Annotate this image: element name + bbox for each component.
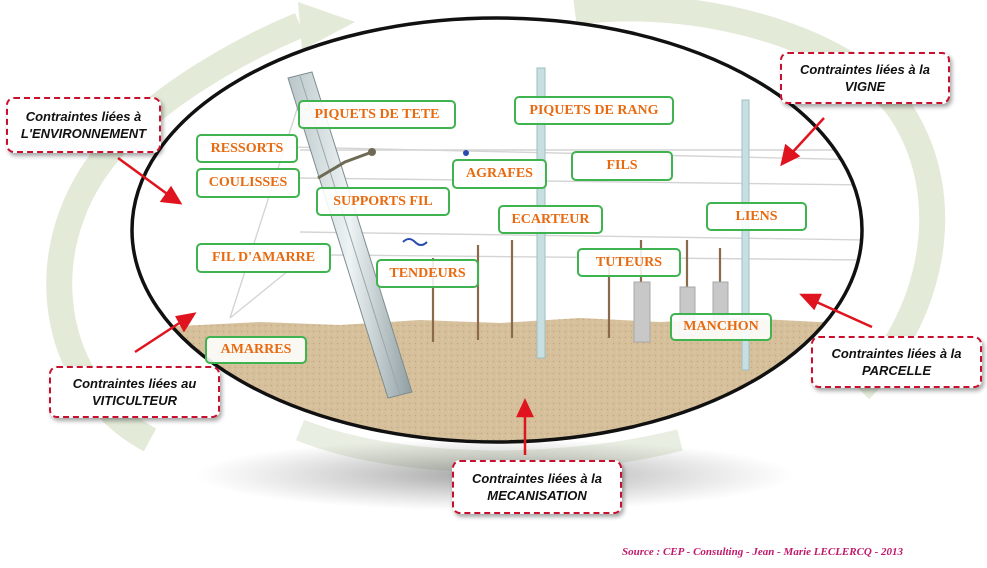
constraint-environnement-line1: Contraintes liées à [25,109,142,124]
label-ressorts: RESSORTS [196,134,298,163]
line-post [741,99,750,371]
constraint-mecanisation-line1: Contraintes liées à la [471,471,603,486]
label-agrafes: AGRAFES [452,159,547,189]
red-arrow-icon [799,293,873,329]
source-credit: Source : CEP - Consulting - Jean - Marie… [622,546,904,558]
red-arrow-icon [117,156,183,205]
constraint-vigne-line2: VIGNE [844,79,886,94]
constraint-viticulteur: Contraintes liées au VITICULTEUR [49,366,220,418]
label-supports-fil: SUPPORTS FIL [316,187,450,216]
constraint-environnement-line2: L'ENVIRONNEMENT [20,126,147,141]
label-liens: LIENS [706,202,807,231]
label-fils: FILS [571,151,673,181]
clip [402,238,428,246]
constraint-vigne-line1: Contraintes liées à la [799,62,931,77]
spring [317,150,373,180]
clip [463,150,469,156]
label-piquets-de-rang: PIQUETS DE RANG [514,96,674,125]
label-amarres: AMARRES [205,336,307,364]
label-coulisses: COULISSES [196,168,300,198]
label-manchon: MANCHON [670,313,772,341]
label-piquets-de-tete: PIQUETS DE TETE [298,100,456,129]
constraint-parcelle-line1: Contraintes liées à la [831,346,962,361]
constraint-parcelle-line2: PARCELLE [861,363,932,378]
label-tendeurs: TENDEURS [376,259,479,288]
label-tuteurs: TUTEURS [577,248,681,277]
constraint-mecanisation-line2: MECANISATION [487,488,587,503]
constraint-viticulteur-line1: Contraintes liées au [72,376,197,391]
constraint-viticulteur-line2: VITICULTEUR [92,393,177,408]
constraint-vigne: Contraintes liées à la VIGNE [780,52,950,104]
red-arrow-icon [134,312,197,354]
red-arrow-icon [780,117,825,167]
red-arrow-icon [516,398,534,455]
label-ecarteur: ECARTEUR [498,205,603,234]
constraint-mecanisation: Contraintes liées à la MECANISATION [452,460,622,514]
scene-frame [130,16,864,444]
label-fil-d-amarre: FIL D'AMARRE [196,243,331,273]
constraint-environnement: Contraintes liées à L'ENVIRONNEMENT [6,97,161,153]
constraint-parcelle: Contraintes liées à la PARCELLE [811,336,982,388]
